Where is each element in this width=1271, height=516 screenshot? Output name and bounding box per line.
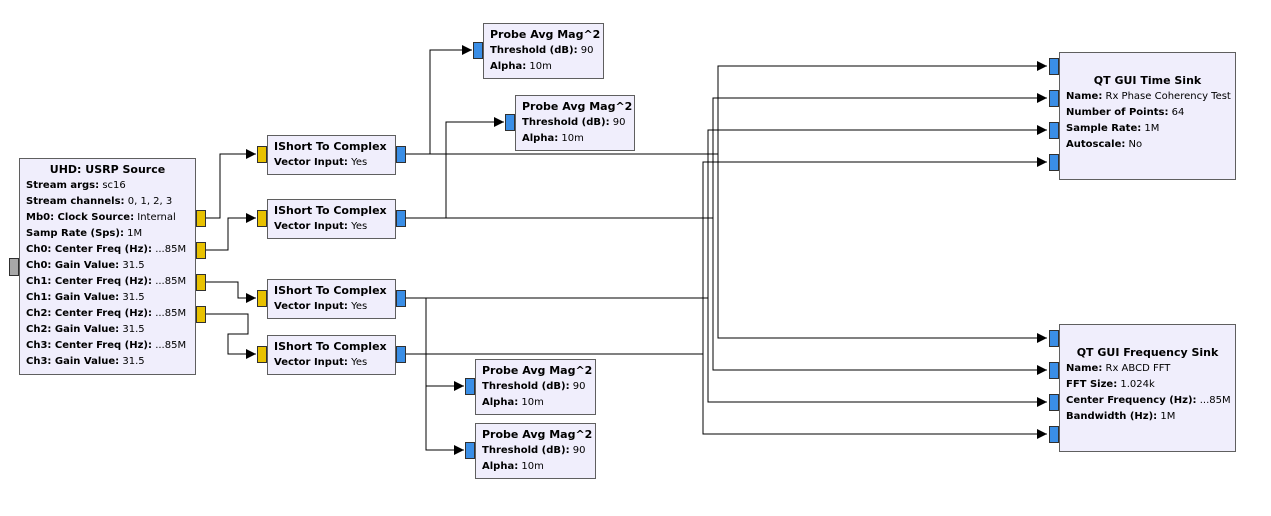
param-row: Threshold (dB): 90 bbox=[490, 45, 594, 56]
param-row: Vector Input: Yes bbox=[274, 301, 368, 312]
param-row: Vector Input: Yes bbox=[274, 357, 368, 368]
param-row: Vector Input: Yes bbox=[274, 157, 368, 168]
freq-sink-input-port-0[interactable] bbox=[1049, 330, 1059, 347]
ishort-to-complex-block[interactable]: IShort To Complex Vector Input: Yes bbox=[267, 135, 396, 175]
param-row: Threshold (dB): 90 bbox=[522, 117, 626, 128]
param-row: Sample Rate: 1M bbox=[1066, 123, 1160, 134]
connection-wire bbox=[206, 213, 256, 251]
block-title: IShort To Complex bbox=[274, 284, 387, 297]
param-row: Ch1: Center Freq (Hz): ...85M bbox=[26, 276, 187, 287]
block-title: UHD: USRP Source bbox=[49, 163, 166, 176]
time-sink-input-port-3[interactable] bbox=[1049, 154, 1059, 171]
usrp-output-port-0[interactable] bbox=[196, 210, 206, 227]
connection-wire bbox=[712, 218, 1047, 375]
ishort-to-complex-block[interactable]: IShort To Complex Vector Input: Yes bbox=[267, 199, 396, 239]
param-row: Alpha: 10m bbox=[482, 461, 544, 472]
freq-sink-input-port-1[interactable] bbox=[1049, 362, 1059, 379]
param-row: Alpha: 10m bbox=[522, 133, 584, 144]
connection-wire bbox=[406, 45, 472, 155]
connection-wire bbox=[425, 298, 464, 391]
freq-sink-input-port-2[interactable] bbox=[1049, 394, 1059, 411]
param-row: Ch0: Gain Value: 31.5 bbox=[26, 260, 145, 271]
ishort-output-port[interactable] bbox=[396, 210, 406, 227]
connection-wire bbox=[406, 61, 1047, 155]
param-row: Samp Rate (Sps): 1M bbox=[26, 228, 143, 239]
time-sink-input-port-0[interactable] bbox=[1049, 58, 1059, 75]
param-row: Vector Input: Yes bbox=[274, 221, 368, 232]
connection-wire bbox=[446, 93, 1047, 219]
connection-wire bbox=[717, 154, 1047, 343]
block-title: IShort To Complex bbox=[274, 204, 387, 217]
param-row: Number of Points: 64 bbox=[1066, 107, 1185, 118]
param-row: Ch0: Center Freq (Hz): ...85M bbox=[26, 244, 187, 255]
connection-wire bbox=[707, 298, 1047, 407]
time-sink-input-port-1[interactable] bbox=[1049, 90, 1059, 107]
ishort-input-port[interactable] bbox=[257, 346, 267, 363]
ishort-output-port[interactable] bbox=[396, 290, 406, 307]
usrp-source-block[interactable]: UHD: USRP Source Stream args: sc16 Strea… bbox=[19, 158, 196, 375]
param-row: Alpha: 10m bbox=[490, 61, 552, 72]
freq-sink-input-port-3[interactable] bbox=[1049, 426, 1059, 443]
connection-wire bbox=[702, 354, 1047, 439]
qt-gui-time-sink-block[interactable]: QT GUI Time Sink Name: Rx Phase Coherenc… bbox=[1059, 52, 1236, 180]
param-row: Alpha: 10m bbox=[482, 397, 544, 408]
param-row: Stream channels: 0, 1, 2, 3 bbox=[26, 196, 173, 207]
usrp-output-port-3[interactable] bbox=[196, 306, 206, 323]
ishort-input-port[interactable] bbox=[257, 210, 267, 227]
probe-avg-mag-block[interactable]: Probe Avg Mag^2 Threshold (dB): 90 Alpha… bbox=[475, 359, 596, 415]
block-title: Probe Avg Mag^2 bbox=[490, 28, 601, 41]
probe-input-port[interactable] bbox=[465, 378, 475, 395]
time-sink-input-port-2[interactable] bbox=[1049, 122, 1059, 139]
probe-input-port[interactable] bbox=[465, 442, 475, 459]
connection-wire bbox=[406, 157, 1047, 355]
ishort-output-port[interactable] bbox=[396, 346, 406, 363]
param-row: Name: Rx ABCD FFT bbox=[1066, 363, 1171, 374]
connection-wire bbox=[406, 117, 504, 219]
connection-wire bbox=[206, 313, 256, 359]
ishort-input-port[interactable] bbox=[257, 146, 267, 163]
connection-wire bbox=[406, 125, 1047, 299]
param-row: Autoscale: No bbox=[1066, 139, 1143, 150]
block-title: QT GUI Frequency Sink bbox=[1076, 346, 1219, 359]
ishort-to-complex-block[interactable]: IShort To Complex Vector Input: Yes bbox=[267, 335, 396, 375]
connection-wire bbox=[206, 149, 256, 219]
param-row: Ch3: Gain Value: 31.5 bbox=[26, 356, 145, 367]
usrp-output-port-1[interactable] bbox=[196, 242, 206, 259]
param-row: Name: Rx Phase Coherency Test bbox=[1066, 91, 1231, 102]
ishort-input-port[interactable] bbox=[257, 290, 267, 307]
param-row: Threshold (dB): 90 bbox=[482, 445, 586, 456]
probe-avg-mag-block[interactable]: Probe Avg Mag^2 Threshold (dB): 90 Alpha… bbox=[475, 423, 596, 479]
param-row: Ch3: Center Freq (Hz): ...85M bbox=[26, 340, 187, 351]
param-row: Stream args: sc16 bbox=[26, 180, 126, 191]
block-title: IShort To Complex bbox=[274, 340, 387, 353]
ishort-output-port[interactable] bbox=[396, 146, 406, 163]
param-row: FFT Size: 1.024k bbox=[1066, 379, 1155, 390]
param-row: Ch1: Gain Value: 31.5 bbox=[26, 292, 145, 303]
param-row: Bandwidth (Hz): 1M bbox=[1066, 411, 1176, 422]
block-title: Probe Avg Mag^2 bbox=[522, 100, 633, 113]
usrp-output-port-2[interactable] bbox=[196, 274, 206, 291]
block-title: QT GUI Time Sink bbox=[1093, 74, 1202, 87]
usrp-input-port[interactable] bbox=[9, 258, 19, 276]
param-row: Ch2: Center Freq (Hz): ...85M bbox=[26, 308, 187, 319]
block-title: IShort To Complex bbox=[274, 140, 387, 153]
probe-input-port[interactable] bbox=[473, 42, 483, 59]
probe-avg-mag-block[interactable]: Probe Avg Mag^2 Threshold (dB): 90 Alpha… bbox=[515, 95, 635, 151]
probe-avg-mag-block[interactable]: Probe Avg Mag^2 Threshold (dB): 90 Alpha… bbox=[483, 23, 604, 79]
probe-input-port[interactable] bbox=[505, 114, 515, 131]
connection-wire bbox=[425, 354, 464, 455]
param-row: Threshold (dB): 90 bbox=[482, 381, 586, 392]
connection-wire bbox=[206, 281, 256, 303]
block-title: Probe Avg Mag^2 bbox=[482, 364, 593, 377]
param-row: Mb0: Clock Source: Internal bbox=[26, 212, 176, 223]
ishort-to-complex-block[interactable]: IShort To Complex Vector Input: Yes bbox=[267, 279, 396, 319]
param-row: Ch2: Gain Value: 31.5 bbox=[26, 324, 145, 335]
qt-gui-frequency-sink-block[interactable]: QT GUI Frequency Sink Name: Rx ABCD FFT … bbox=[1059, 324, 1236, 452]
param-row: Center Frequency (Hz): ...85M bbox=[1066, 395, 1231, 406]
block-title: Probe Avg Mag^2 bbox=[482, 428, 593, 441]
